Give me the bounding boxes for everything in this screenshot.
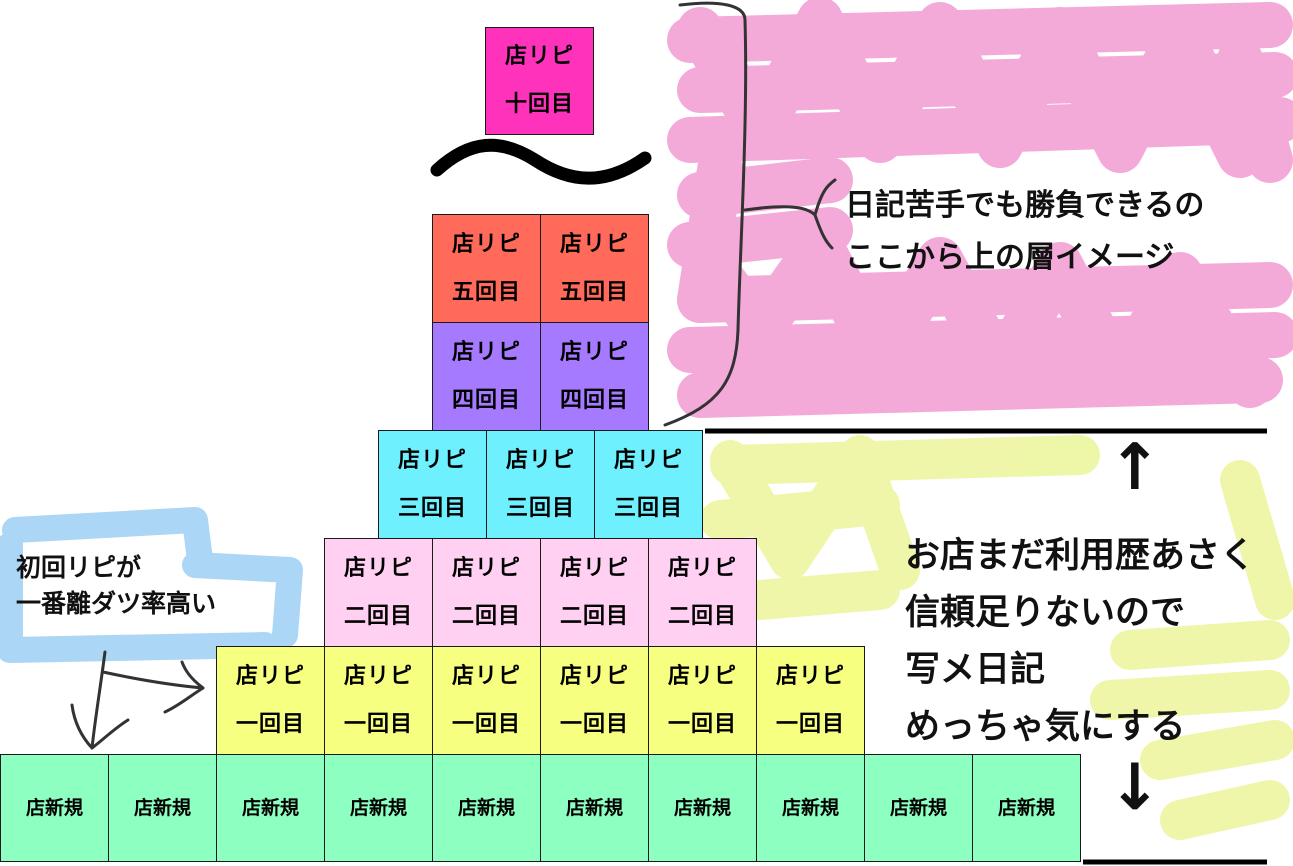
block-new: 店新規 [0, 754, 109, 862]
block-label-store-repeat: 店リピ [397, 447, 467, 473]
block-label-store-repeat: 店リピ [451, 555, 521, 581]
block-label-store-repeat: 店リピ [559, 555, 629, 581]
block-label-store-repeat: 店リピ [775, 663, 845, 689]
arrow-down-icon: ↓ [1108, 751, 1162, 825]
left-note-arrow-down [70, 650, 130, 750]
block-repeat-1: 店リピ 一回目 [432, 646, 541, 755]
block-label-count: 四回目 [559, 387, 629, 413]
block-label-new: 店新規 [241, 797, 299, 819]
block-label-count: 三回目 [613, 495, 683, 521]
block-label-store-repeat: 店リピ [667, 555, 737, 581]
left-note-line-1: 初回リピが [16, 553, 142, 582]
lower-note-line-2: 信頼足りないので [905, 593, 1186, 633]
block-new: 店新規 [864, 754, 973, 862]
block-repeat-2: 店リピ 二回目 [540, 538, 649, 647]
block-label-count: 三回目 [505, 495, 575, 521]
left-note-arrow-right [101, 660, 205, 714]
block-repeat-4: 店リピ 四回目 [432, 322, 541, 431]
block-repeat-1: 店リピ 一回目 [216, 646, 325, 755]
arrow-up-icon: ↑ [1108, 431, 1162, 505]
lower-note-line-3: 写メ日記 [905, 650, 1046, 690]
block-label-count: 一回目 [559, 711, 629, 737]
block-label-store-repeat: 店リピ [451, 231, 521, 257]
block-label-new: 店新規 [25, 797, 83, 819]
block-label-store-repeat: 店リピ [559, 663, 629, 689]
block-label-count: 二回目 [667, 603, 737, 629]
block-repeat-3: 店リピ 三回目 [486, 430, 595, 539]
block-new: 店新規 [972, 754, 1081, 862]
block-repeat-2: 店リピ 二回目 [648, 538, 757, 647]
block-label-count: 一回目 [775, 711, 845, 737]
block-label-store-repeat: 店リピ [235, 663, 305, 689]
block-label-new: 店新規 [349, 797, 407, 819]
block-label-count: 二回目 [343, 603, 413, 629]
block-new: 店新規 [540, 754, 649, 862]
block-new: 店新規 [108, 754, 217, 862]
block-repeat-4: 店リピ 四回目 [540, 322, 649, 431]
block-label-new: 店新規 [457, 797, 515, 819]
lower-note-line-4: めっちゃ気にする [905, 707, 1186, 747]
block-label-count: 十回目 [504, 92, 574, 117]
upper-note-line-2: ここから上の層イメージ [845, 240, 1175, 275]
lower-note-line-1: お店まだ利用歴あさく [905, 536, 1256, 576]
block-label-store-repeat: 店リピ [343, 555, 413, 581]
left-note: 初回リピが 一番離ダツ率高い [16, 550, 216, 622]
upper-note-line-1: 日記苦手でも勝負できるの [845, 188, 1205, 223]
block-label-count: 一回目 [667, 711, 737, 737]
bracket-line [663, 1, 748, 427]
block-label-count: 三回目 [397, 495, 467, 521]
block-label-store-repeat: 店リピ [451, 663, 521, 689]
block-label-new: 店新規 [133, 797, 191, 819]
block-label-new: 店新規 [781, 797, 839, 819]
block-new: 店新規 [648, 754, 757, 862]
block-label-count: 二回目 [451, 603, 521, 629]
block-label-count: 二回目 [559, 603, 629, 629]
block-label-count: 五回目 [559, 279, 629, 305]
block-label-new: 店新規 [565, 797, 623, 819]
block-label-new: 店新規 [673, 797, 731, 819]
block-label-new: 店新規 [889, 797, 947, 819]
block-new: 店新規 [216, 754, 325, 862]
block-repeat-3: 店リピ 三回目 [594, 430, 703, 539]
block-label-count: 四回目 [451, 387, 521, 413]
block-repeat-5: 店リピ 五回目 [540, 214, 649, 323]
block-repeat-1: 店リピ 一回目 [648, 646, 757, 755]
block-label-new: 店新規 [997, 797, 1055, 819]
block-label-store-repeat: 店リピ [505, 447, 575, 473]
lower-note: お店まだ利用歴あさく 信頼足りないので 写メ日記 めっちゃ気にする [905, 528, 1255, 756]
block-label-store-repeat: 店リピ [667, 663, 737, 689]
tilde-ellipsis [430, 138, 652, 185]
block-label-count: 一回目 [235, 711, 305, 737]
block-new: 店新規 [756, 754, 865, 862]
block-label-count: 五回目 [451, 279, 521, 305]
block-label-store-repeat: 店リピ [559, 339, 629, 365]
block-new: 店新規 [324, 754, 433, 862]
block-repeat-3: 店リピ 三回目 [378, 430, 487, 539]
block-label-count: 一回目 [343, 711, 413, 737]
block-label-store-repeat: 店リピ [451, 339, 521, 365]
block-label-store-repeat: 店リピ [559, 231, 629, 257]
block-repeat-2: 店リピ 二回目 [432, 538, 541, 647]
block-label-store-repeat: 店リピ [343, 663, 413, 689]
bracket-pointer [743, 178, 837, 250]
block-repeat-2: 店リピ 二回目 [324, 538, 433, 647]
block-repeat-1: 店リピ 一回目 [324, 646, 433, 755]
block-repeat-5: 店リピ 五回目 [432, 214, 541, 323]
block-label-store-repeat: 店リピ [613, 447, 683, 473]
block-repeat-1: 店リピ 一回目 [540, 646, 649, 755]
block-repeat-10: 店リピ 十回目 [485, 27, 594, 135]
left-note-line-2: 一番離ダツ率高い [16, 589, 217, 618]
block-new: 店新規 [432, 754, 541, 862]
block-label-count: 一回目 [451, 711, 521, 737]
block-label-store-repeat: 店リピ [504, 44, 574, 69]
block-repeat-1: 店リピ 一回目 [756, 646, 865, 755]
upper-note: 日記苦手でも勝負できるの ここから上の層イメージ [845, 180, 1204, 284]
